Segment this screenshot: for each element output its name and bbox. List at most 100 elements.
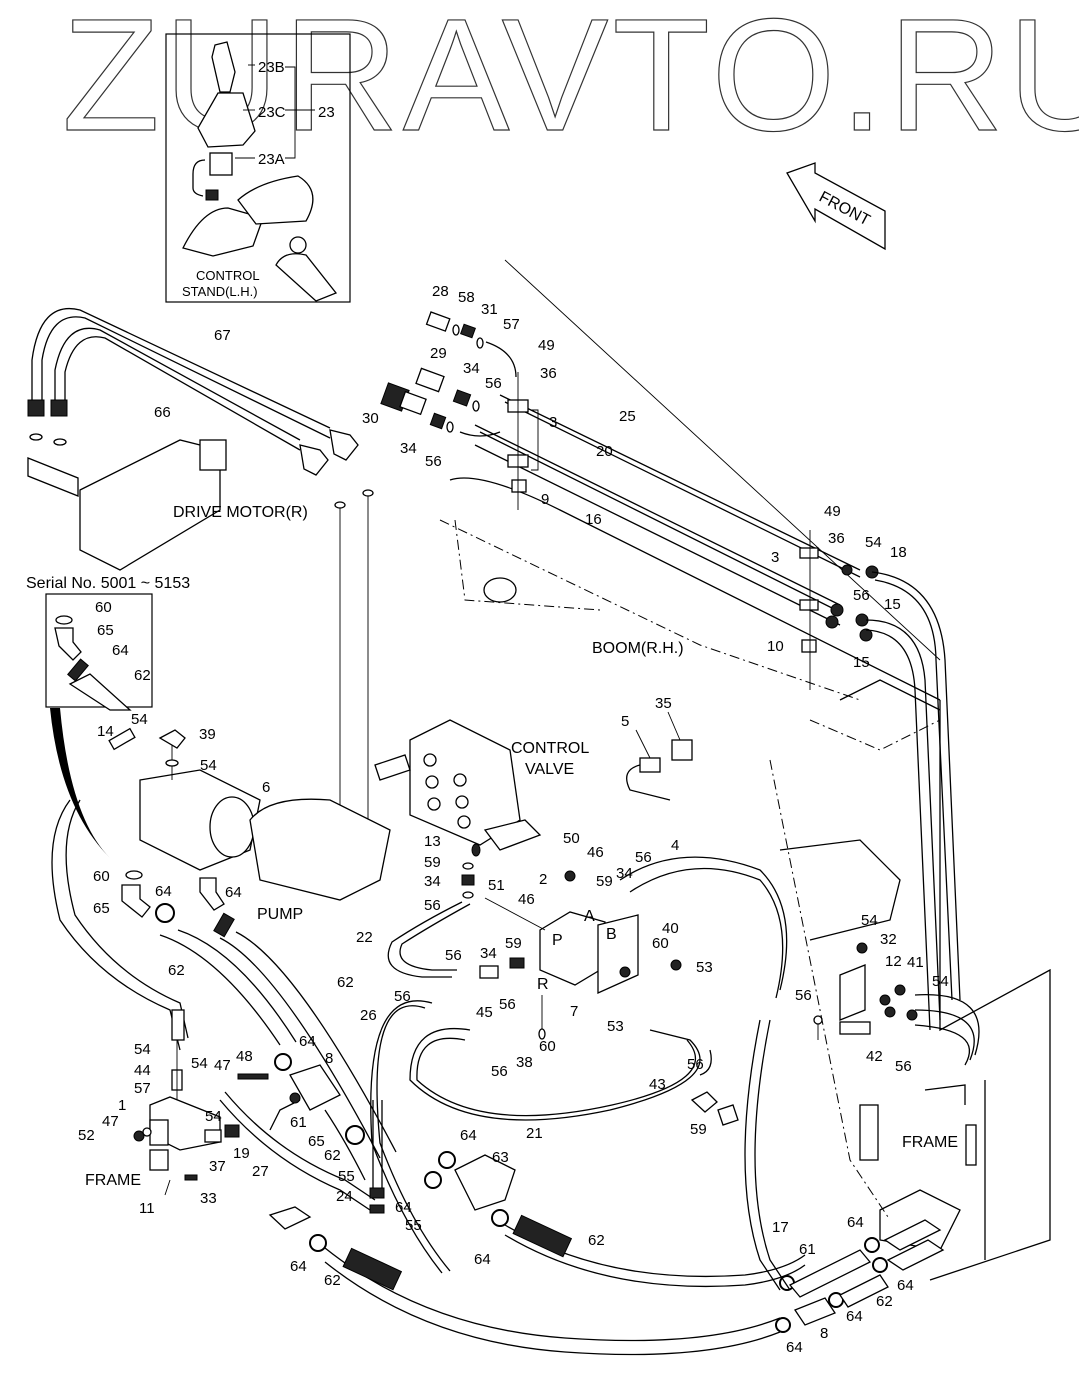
callout-56: 56 (485, 375, 502, 392)
callout-54: 54 (205, 1108, 222, 1125)
stand-knob (289, 236, 307, 254)
joystick-base (209, 152, 233, 176)
callout-64: 64 (155, 883, 172, 900)
callout-16: 16 (585, 511, 602, 528)
callout-61: 61 (290, 1114, 307, 1131)
fitting-8-lower (794, 1297, 836, 1326)
bulkhead-bracket (813, 942, 980, 1066)
spacer-10 (801, 639, 817, 653)
callout-38: 38 (516, 1054, 533, 1071)
elbow-65 (121, 884, 151, 918)
frame: FRAME (769, 679, 1051, 1281)
control-valve: CONTROL VALVE (374, 719, 589, 851)
callout-54: 54 (861, 912, 878, 929)
callout-56: 56 (425, 453, 442, 470)
callout-53: 53 (696, 959, 713, 976)
callout-11: 11 (139, 1200, 155, 1217)
callout-65: 65 (97, 622, 114, 639)
callout-59: 59 (505, 935, 522, 952)
callout-34: 34 (424, 873, 441, 890)
stand-cover (237, 175, 314, 225)
tee-63 (454, 1154, 516, 1211)
callout-64: 64 (112, 642, 129, 659)
callout-13: 13 (424, 833, 441, 850)
upper-fittings (380, 311, 539, 510)
callout-29: 29 (430, 345, 447, 362)
callout-60: 60 (539, 1038, 556, 1055)
callout-49: 49 (824, 503, 841, 520)
callout-1: 1 (118, 1097, 126, 1114)
callout-66: 66 (154, 404, 171, 421)
main-pump (249, 798, 391, 901)
serial-caption: Serial No. 5001 ~ 5153 (26, 575, 190, 592)
callout-64: 64 (846, 1308, 863, 1325)
joystick-cable (192, 159, 206, 197)
callout-61: 61 (799, 1241, 816, 1258)
valve-block-body (539, 911, 606, 986)
callout-23b: 23B (258, 59, 285, 76)
elbow-fitting (299, 444, 329, 476)
callout-15: 15 (884, 596, 901, 613)
callout-26: 26 (360, 1007, 377, 1024)
callout-64: 64 (474, 1251, 491, 1268)
bracket-7 (597, 914, 639, 995)
port-label-b: B (606, 926, 617, 943)
callout-59: 59 (690, 1121, 707, 1138)
callout-64: 64 (460, 1127, 477, 1144)
callout-62: 62 (134, 667, 151, 684)
callout-8: 8 (820, 1325, 828, 1342)
callout-46: 46 (587, 844, 604, 861)
valve-1-assembly: FRAME (85, 1009, 376, 1211)
callout-62: 62 (337, 974, 354, 991)
front-arrow-shape (786, 162, 886, 251)
callout-17: 17 (772, 1219, 789, 1236)
callout-3: 3 (771, 549, 779, 566)
callout-30: 30 (362, 410, 379, 427)
lower-hoses (268, 1019, 945, 1356)
drive-motor-caption: DRIVE MOTOR(R) (173, 504, 308, 521)
gear-pump: PUMP (51, 727, 397, 1159)
callout-56: 56 (795, 987, 812, 1004)
callout-34: 34 (616, 865, 633, 882)
callout-54: 54 (131, 711, 148, 728)
callout-63: 63 (492, 1149, 509, 1166)
callout-48: 48 (236, 1048, 253, 1065)
control-valve-caption-1: CONTROL (511, 740, 589, 757)
callout-23: 23 (318, 104, 335, 121)
callout-51: 51 (488, 877, 505, 894)
boom-caption: BOOM(R.H.) (592, 640, 684, 657)
callout-56: 56 (394, 988, 411, 1005)
spacer-9 (511, 479, 527, 493)
pump-caption: PUMP (257, 906, 303, 923)
callout-60: 60 (95, 599, 112, 616)
callout-57: 57 (134, 1080, 151, 1097)
callout-28: 28 (432, 283, 449, 300)
callout-53: 53 (607, 1018, 624, 1035)
callout-3: 3 (549, 414, 557, 431)
callout-56: 56 (895, 1058, 912, 1075)
callout-42: 42 (866, 1048, 883, 1065)
callout-56: 56 (635, 849, 652, 866)
callout-67: 67 (214, 327, 231, 344)
callout-37: 37 (209, 1158, 226, 1175)
fitting-8-upper (274, 1053, 385, 1214)
callout-56: 56 (424, 897, 441, 914)
callout-47: 47 (214, 1057, 231, 1074)
callout-7: 7 (570, 1003, 578, 1020)
callout-21: 21 (526, 1125, 543, 1142)
callout-56: 56 (499, 996, 516, 1013)
callout-59: 59 (424, 854, 441, 871)
callout-34: 34 (480, 945, 497, 962)
frame-caption-left: FRAME (85, 1172, 141, 1189)
callout-54: 54 (200, 757, 217, 774)
callout-54: 54 (932, 973, 949, 990)
connector-5 (639, 757, 661, 773)
callout-44: 44 (134, 1062, 151, 1079)
drive-motor-shaft (199, 439, 227, 471)
callout-4: 4 (671, 837, 679, 854)
callout-18: 18 (890, 544, 907, 561)
control-stand-inset: CONTROL STAND(L.H.) (165, 33, 351, 303)
callout-60: 60 (652, 935, 669, 952)
callout-5: 5 (621, 713, 629, 730)
